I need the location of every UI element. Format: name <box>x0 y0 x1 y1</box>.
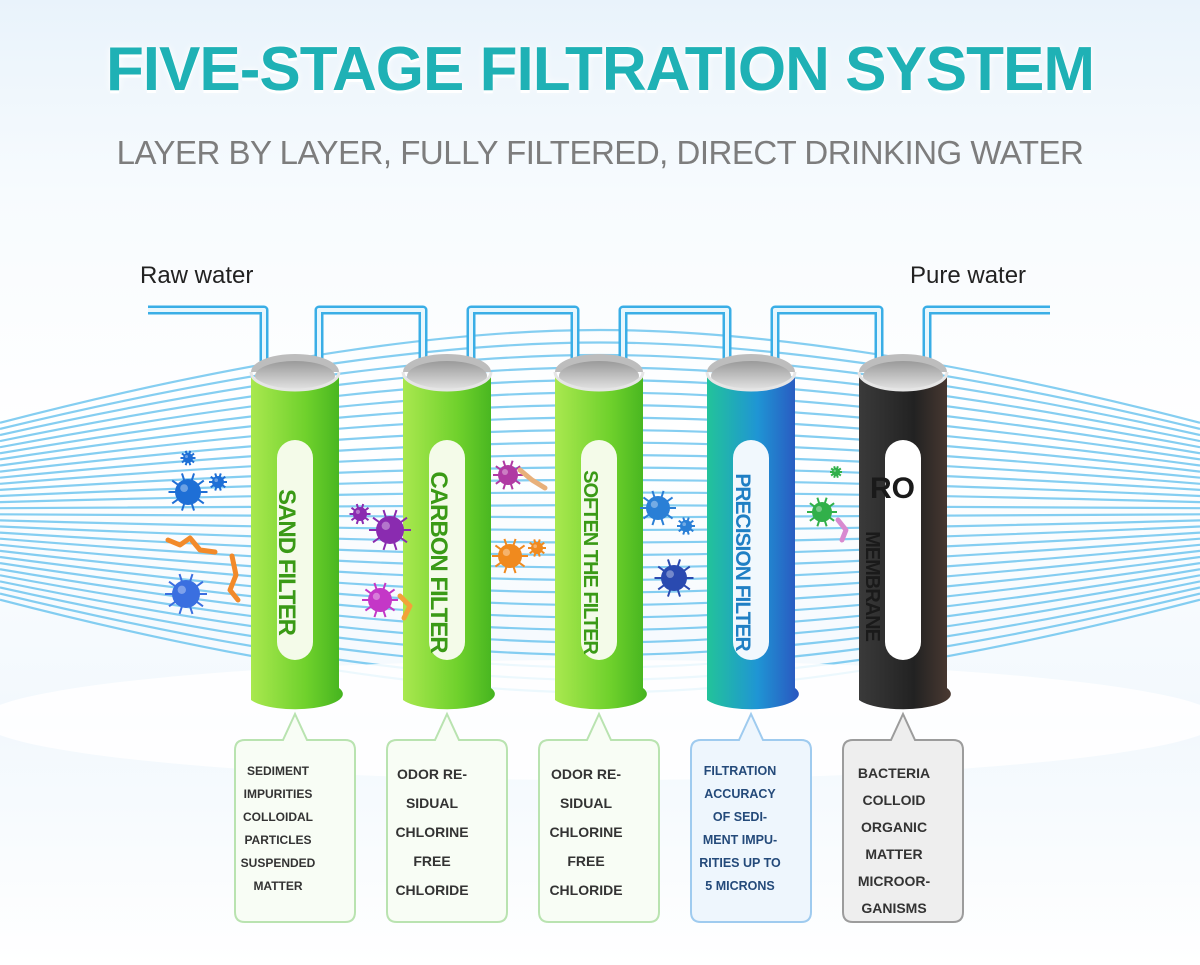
germ-shine <box>185 455 188 458</box>
callout-box <box>538 711 660 923</box>
worm <box>397 593 413 621</box>
filter-name-precision: PRECISION FILTER <box>731 473 754 651</box>
description-callouts <box>234 711 964 923</box>
description-sand: SEDIMENT IMPURITIES COLLOIDAL PARTICLES … <box>240 764 316 893</box>
cylinder-label-plate <box>277 440 313 660</box>
germ <box>654 559 694 597</box>
worm <box>165 535 218 555</box>
flow-line <box>0 341 1200 430</box>
germ-body <box>175 479 201 505</box>
germ-body <box>498 544 522 568</box>
cylinder-label-plate <box>429 440 465 660</box>
germ-body <box>661 565 687 591</box>
cylinder-rim-edge <box>857 371 949 392</box>
germ <box>168 473 208 511</box>
germ-shine <box>381 521 390 530</box>
callout-box <box>690 711 812 923</box>
germ-shine <box>650 500 659 508</box>
impurities-illustration <box>165 450 849 621</box>
germ-shine <box>833 469 836 472</box>
germ-shine <box>816 506 822 512</box>
cylinder-label-plate <box>733 440 769 660</box>
germ-shine <box>180 484 189 492</box>
germ-body <box>172 580 200 608</box>
worm <box>835 517 849 543</box>
germ-body <box>212 476 224 488</box>
filter-cylinder <box>401 354 495 710</box>
germ-shine <box>533 544 537 548</box>
germ-shine <box>177 585 186 594</box>
filter-cylinder <box>705 354 799 710</box>
flow-line <box>0 328 1200 424</box>
germ-body <box>498 465 518 485</box>
cylinder-inner <box>559 361 639 391</box>
germ <box>640 490 676 526</box>
germ-body <box>183 453 193 463</box>
filter-cylinders <box>249 354 951 710</box>
cylinder-rim-edge <box>553 371 645 392</box>
germ-body <box>680 520 692 532</box>
worm <box>517 467 548 491</box>
germ-body <box>376 516 404 544</box>
page-subtitle: LAYER BY LAYER, FULLY FILTERED, DIRECT D… <box>116 134 1084 171</box>
germ <box>807 497 837 527</box>
pure-water-label: Pure water <box>910 262 1027 289</box>
raw-water-label: Raw water <box>140 262 254 289</box>
germ <box>165 573 207 615</box>
germ-shine <box>666 570 674 578</box>
filter-cylinder <box>553 354 647 710</box>
germ-shine <box>682 522 686 526</box>
germ <box>349 503 371 525</box>
germ <box>528 539 546 557</box>
cylinder-inner <box>711 361 791 391</box>
cylinder-label-plate <box>581 440 617 660</box>
description-precision: FILTRATION ACCURACY OF SEDI- MENT IMPU- … <box>699 764 781 893</box>
filter-name-membrane: MEMBRANE <box>861 531 883 641</box>
worm <box>227 553 241 603</box>
germ-body <box>646 496 670 520</box>
germ <box>180 450 196 466</box>
germ-body <box>353 507 367 521</box>
germ <box>209 473 227 491</box>
germ-shine <box>502 469 508 475</box>
filter-cylinder <box>249 354 343 710</box>
description-soften: ODOR RE- SIDUAL CHLORINE FREE CHLORIDE <box>549 766 623 898</box>
description-membrane: BACTERIA COLLOID ORGANIC MATTER MICROOR-… <box>857 765 931 916</box>
filter-cylinder <box>857 354 951 710</box>
germ-body <box>832 468 840 476</box>
cylinder-rim-edge <box>401 371 493 392</box>
germ-shine <box>502 548 510 557</box>
filter-name-carbon: CARBON FILTER <box>425 471 452 653</box>
germ <box>830 465 842 479</box>
germ <box>492 538 528 574</box>
germ-body <box>368 588 392 612</box>
filter-name-ro: RO <box>870 472 915 505</box>
filter-name-soften: SOFTEN THE FILTER <box>579 470 601 654</box>
cylinder-label-plate <box>885 440 921 660</box>
cylinder-inner <box>863 361 943 391</box>
callout-box <box>386 711 508 923</box>
page-title: FIVE-STAGE FILTRATION SYSTEM <box>105 35 1095 104</box>
germ-body <box>531 542 543 554</box>
callout-box <box>234 711 356 923</box>
germ <box>362 582 398 618</box>
germ-shine <box>355 509 360 514</box>
germ-shine <box>214 478 218 483</box>
description-carbon: ODOR RE- SIDUAL CHLORINE FREE CHLORIDE <box>395 766 469 898</box>
filter-name-sand: SAND FILTER <box>273 489 300 635</box>
cylinder-inner <box>407 361 487 391</box>
callout-box <box>842 711 964 923</box>
germ <box>677 517 695 535</box>
germ-shine <box>372 592 380 601</box>
cylinder-rim-edge <box>249 371 341 392</box>
germ <box>369 509 411 551</box>
cylinder-inner <box>255 361 335 391</box>
cylinder-rim-edge <box>705 371 797 392</box>
germ-body <box>812 502 832 522</box>
germ <box>493 460 523 490</box>
